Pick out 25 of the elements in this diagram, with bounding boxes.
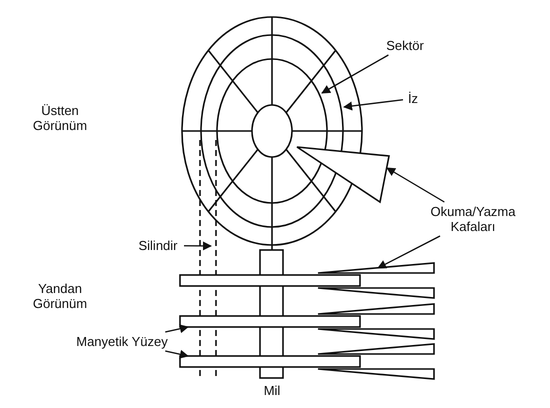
leader-arrow [343, 99, 404, 110]
read-write-head [317, 303, 435, 315]
read-write-head [296, 146, 390, 204]
read-write-head [317, 287, 435, 299]
part-label: Okuma/Yazma Kafaları [425, 204, 521, 234]
leader-arrow [377, 235, 440, 269]
part-label: Silindir [134, 238, 182, 253]
read-write-head [317, 262, 435, 274]
view-label: Yandan Görünüm [32, 281, 88, 311]
read-write-head [317, 343, 435, 355]
part-label: Sektör [384, 38, 426, 53]
leader-arrow [386, 167, 445, 203]
read-write-head [317, 328, 435, 340]
part-label: İz [405, 91, 421, 106]
leader-arrow [165, 350, 189, 359]
leader-arrow [321, 54, 389, 94]
part-label: Mil [262, 383, 282, 398]
leader-arrow [184, 241, 212, 250]
platter [179, 355, 361, 368]
view-label: Üstten Görünüm [32, 103, 88, 133]
platter [179, 315, 361, 328]
leader-arrow [165, 324, 189, 334]
part-label: Manyetik Yüzey [76, 334, 168, 349]
read-write-head [317, 368, 435, 380]
platter [179, 274, 361, 287]
